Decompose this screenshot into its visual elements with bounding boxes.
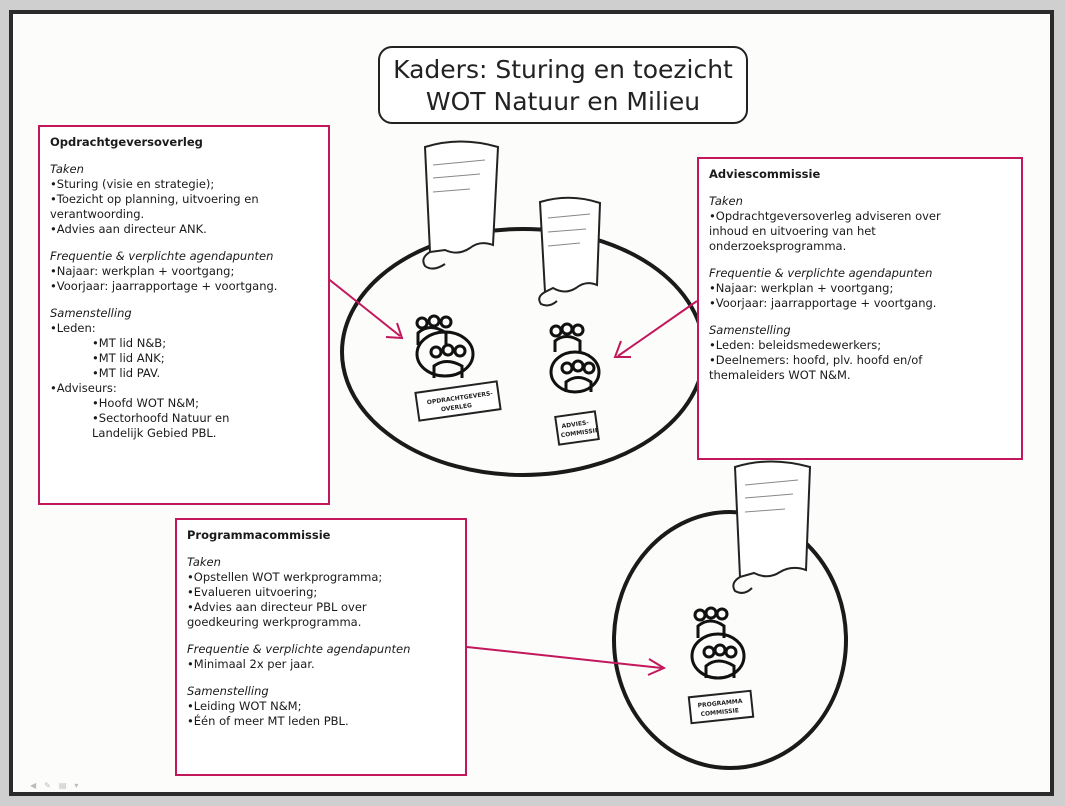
freq-item: •Najaar: werkplan + voortgang; bbox=[50, 264, 235, 278]
sign-advies-line1: ADVIES- bbox=[561, 419, 590, 430]
prev-icon[interactable]: ◀ bbox=[30, 781, 37, 790]
adviseurs-item: Landelijk Gebied PBL. bbox=[92, 426, 217, 440]
arrow-programma bbox=[466, 646, 667, 676]
adviseurs-item: •Hoofd WOT N&M; bbox=[92, 396, 199, 410]
sign-opdracht-line2: OVERLEG bbox=[441, 402, 473, 413]
leden-item: •MT lid PAV. bbox=[92, 366, 161, 380]
taken-item: inhoud en uitvoering van het bbox=[709, 224, 876, 238]
arrow-opdracht bbox=[325, 276, 404, 340]
freq-label: Frequentie & verplichte agendapunten bbox=[50, 249, 274, 263]
taken-item: •Sturing (visie en strategie); bbox=[50, 177, 215, 191]
samen-item: •Leiding WOT N&M; bbox=[187, 699, 302, 713]
box-heading: Programmacommissie bbox=[187, 528, 331, 542]
taken-item: •Evalueren uitvoering; bbox=[187, 585, 318, 599]
freq-item: •Najaar: werkplan + voortgang; bbox=[709, 281, 894, 295]
sign-advies: ADVIES- COMMISSIE bbox=[554, 410, 600, 446]
samen-item: themaleiders WOT N&M. bbox=[709, 368, 851, 382]
samen-label: Samenstelling bbox=[50, 306, 132, 320]
scroll-icon-programma bbox=[732, 460, 812, 594]
slide-toolbar[interactable]: ◀ ✎ ▤ ▾ bbox=[30, 781, 78, 790]
taken-item: •Toezicht op planning, uitvoering en bbox=[50, 192, 259, 206]
arrow-advies bbox=[613, 300, 698, 358]
sign-programma: PROGRAMMA COMMISSIE bbox=[687, 689, 755, 725]
title-line2: WOT Natuur en Milieu bbox=[425, 87, 701, 116]
box-programmacommissie: Programmacommissie Taken •Opstellen WOT … bbox=[175, 518, 467, 776]
box-heading: Opdrachtgeversoverleg bbox=[50, 135, 203, 149]
large-oval bbox=[340, 227, 706, 477]
samen-label: Samenstelling bbox=[709, 323, 791, 337]
box-heading: Adviescommissie bbox=[709, 167, 821, 181]
scroll-icon-opdracht bbox=[422, 140, 500, 270]
freq-item: •Voorjaar: jaarrapportage + voortgang. bbox=[709, 296, 937, 310]
sign-opdracht: OPDRACHTGEVERS- OVERLEG bbox=[414, 380, 502, 422]
freq-item: •Minimaal 2x per jaar. bbox=[187, 657, 315, 671]
taken-item: •Advies aan directeur PBL over bbox=[187, 600, 367, 614]
taken-item: •Advies aan directeur ANK. bbox=[50, 222, 207, 236]
leden-item: •MT lid N&B; bbox=[92, 336, 167, 350]
page-title: Kaders: Sturing en toezicht WOT Natuur e… bbox=[378, 46, 748, 124]
box-opdrachtgeversoverleg: Opdrachtgeversoverleg Taken •Sturing (vi… bbox=[38, 125, 330, 505]
pen-icon[interactable]: ✎ bbox=[44, 781, 51, 790]
taken-item: verantwoording. bbox=[50, 207, 145, 221]
taken-label: Taken bbox=[187, 555, 221, 569]
taken-item: •Opdrachtgeversoverleg adviseren over bbox=[709, 209, 941, 223]
adviseurs-item: •Sectorhoofd Natuur en bbox=[92, 411, 230, 425]
people-icon-programma bbox=[690, 606, 746, 680]
samen-item: •Deelnemers: hoofd, plv. hoofd en/of bbox=[709, 353, 923, 367]
taken-item: •Opstellen WOT werkprogramma; bbox=[187, 570, 383, 584]
menu-icon[interactable]: ▤ bbox=[58, 781, 67, 790]
leden-item: •MT lid ANK; bbox=[92, 351, 165, 365]
taken-item: onderzoeksprogramma. bbox=[709, 239, 847, 253]
small-oval bbox=[612, 510, 848, 770]
samen-item: •Één of meer MT leden PBL. bbox=[187, 714, 349, 728]
freq-item: •Voorjaar: jaarrapportage + voortgang. bbox=[50, 279, 278, 293]
box-adviescommissie: Adviescommissie Taken •Opdrachtgeversove… bbox=[697, 157, 1023, 460]
sign-programma-line1: PROGRAMMA bbox=[697, 698, 743, 710]
title-line1: Kaders: Sturing en toezicht bbox=[393, 55, 733, 84]
freq-label: Frequentie & verplichte agendapunten bbox=[187, 642, 411, 656]
freq-label: Frequentie & verplichte agendapunten bbox=[709, 266, 933, 280]
taken-label: Taken bbox=[709, 194, 743, 208]
scroll-icon-advies bbox=[538, 196, 602, 307]
sign-programma-line2: COMMISSIE bbox=[700, 707, 739, 718]
taken-item: goedkeuring werkprogramma. bbox=[187, 615, 362, 629]
samen-label: Samenstelling bbox=[187, 684, 269, 698]
adviseurs-label: •Adviseurs: bbox=[50, 381, 117, 395]
samen-item: •Leden: beleidsmedewerkers; bbox=[709, 338, 882, 352]
people-icon-opdracht bbox=[415, 314, 475, 378]
leden-label: •Leden: bbox=[50, 321, 96, 335]
taken-label: Taken bbox=[50, 162, 84, 176]
next-icon[interactable]: ▾ bbox=[74, 781, 79, 790]
people-icon-advies bbox=[549, 322, 601, 394]
